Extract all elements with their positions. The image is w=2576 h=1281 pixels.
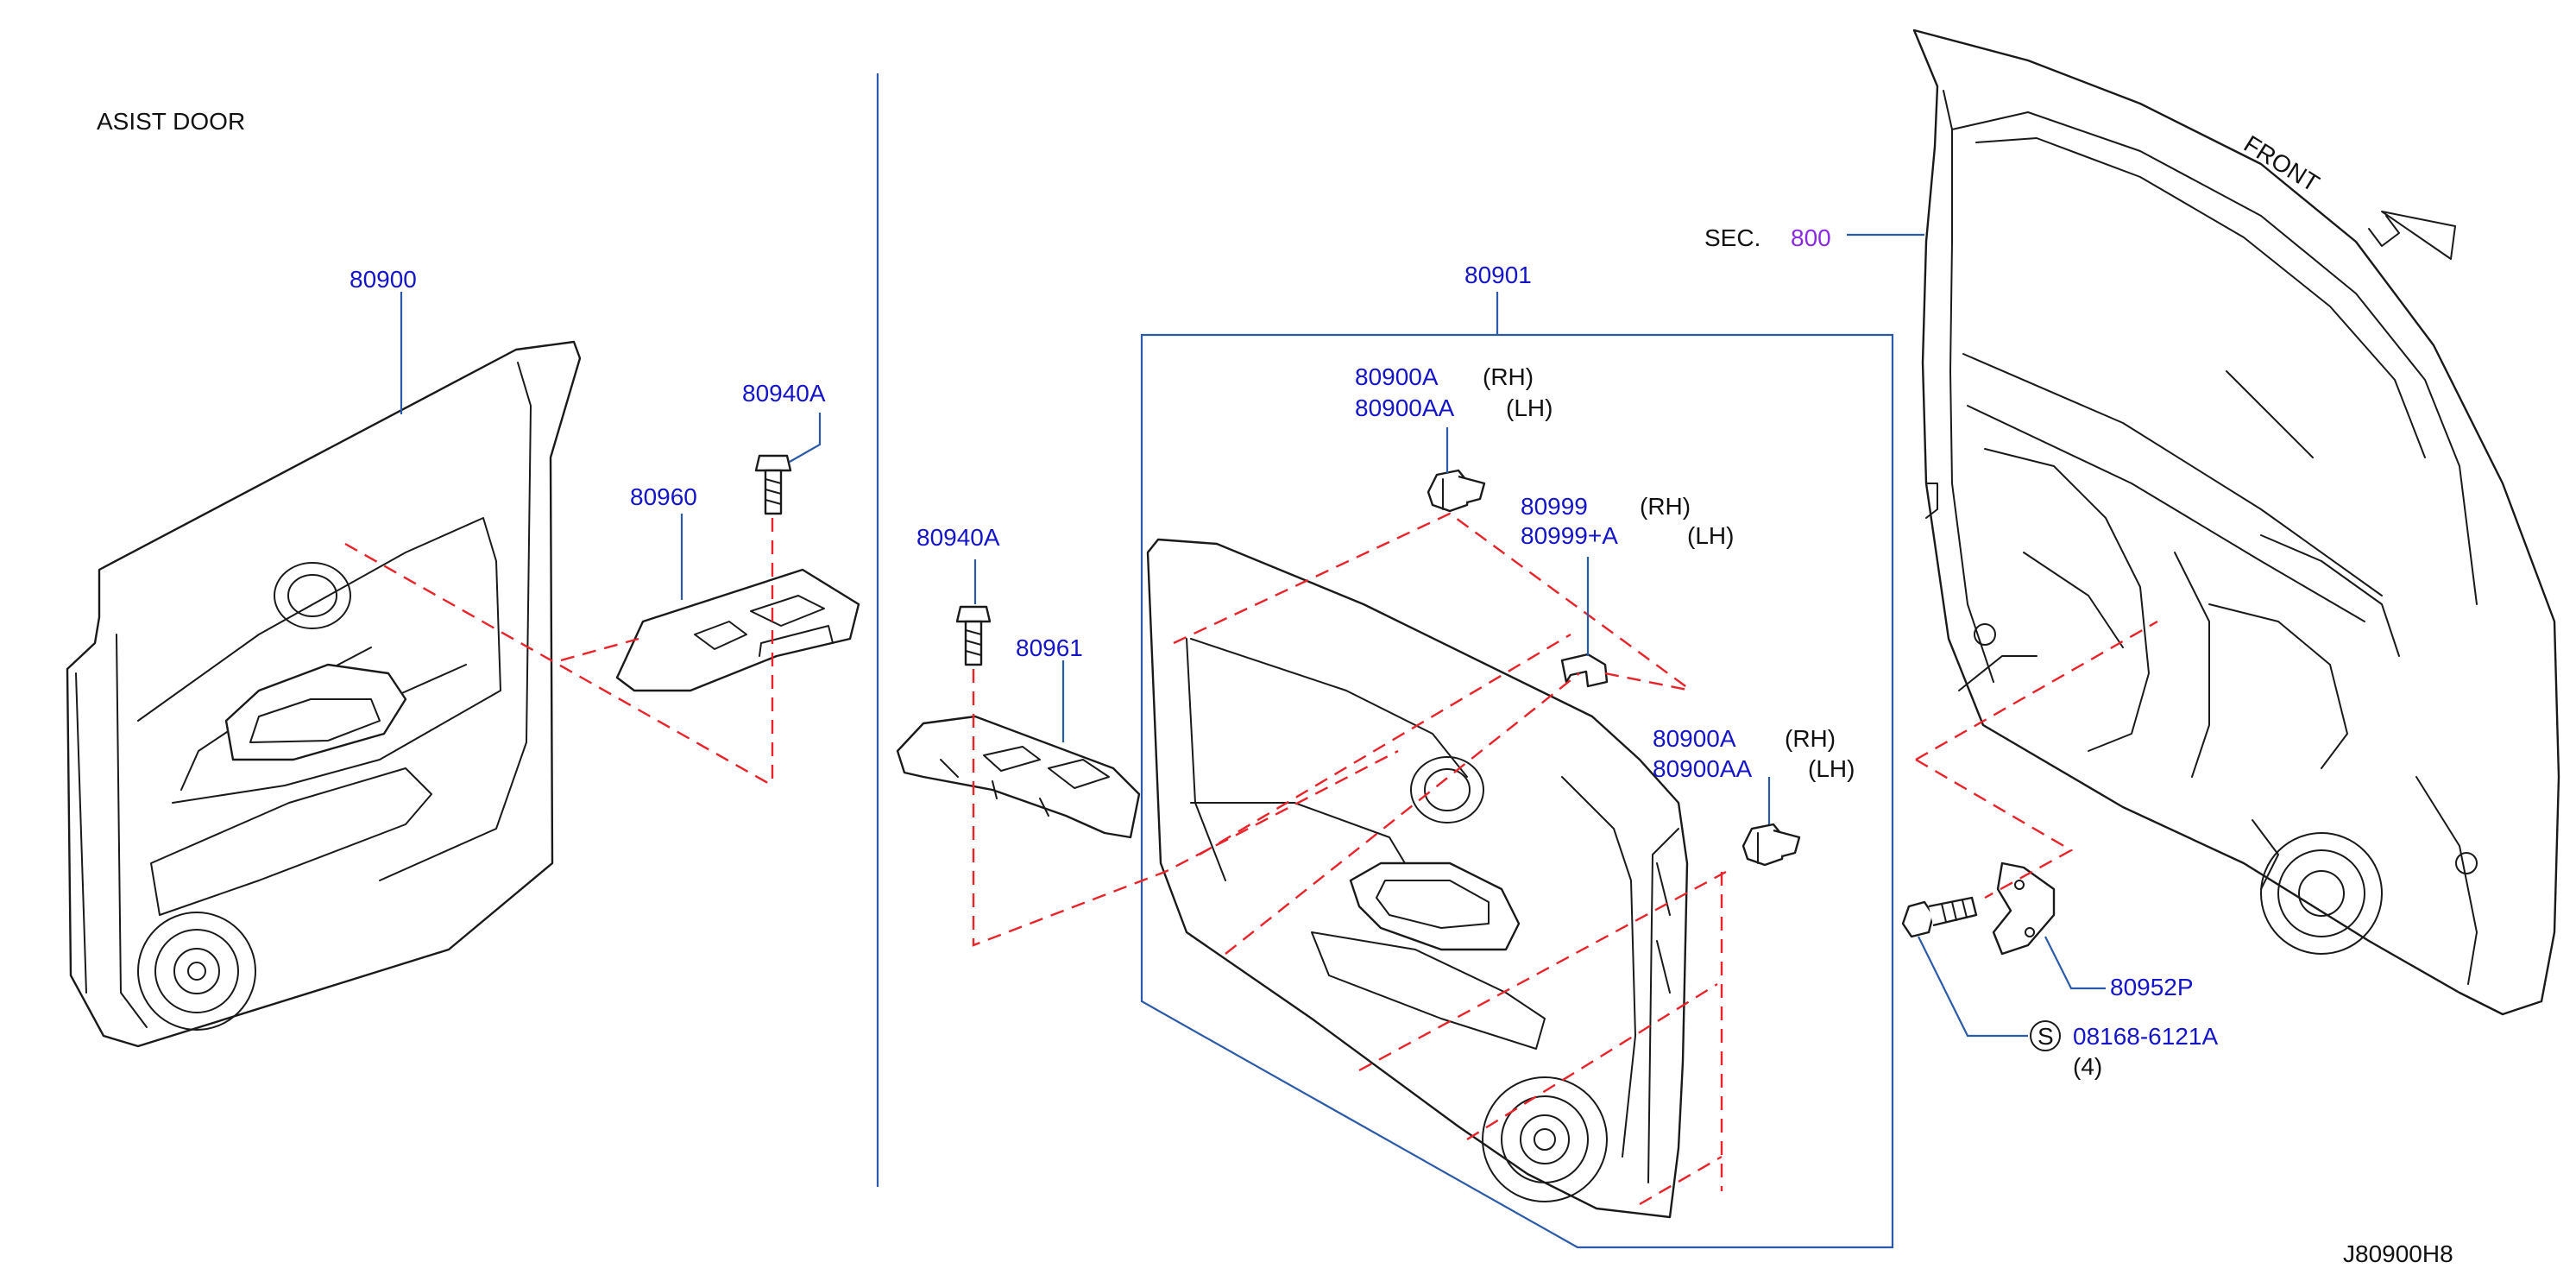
leader-line	[2044, 936, 2106, 990]
label-clip-top-lh-part: 80900AA	[1355, 394, 1455, 421]
front-arrow-icon	[2368, 211, 2456, 260]
label-80900: 80900	[350, 266, 417, 293]
section-title: ASIST DOOR	[97, 108, 245, 135]
leader-line	[789, 413, 822, 463]
label-bracket-rh: (RH)	[1640, 493, 1691, 520]
switch-finisher-80960	[615, 568, 860, 692]
label-bracket-rh-part: 80999	[1521, 493, 1588, 520]
bracket-80999	[1560, 653, 1609, 688]
label-80901: 80901	[1464, 262, 1532, 288]
assembly-boundary	[1140, 333, 1894, 1249]
assist-door-trim-panel	[66, 340, 582, 1048]
guide-line	[972, 669, 1399, 947]
label-clip-top-rh: (RH)	[1483, 363, 1534, 390]
guide-line	[1225, 672, 1580, 955]
guide-line	[344, 542, 773, 787]
door-inner-panel	[1912, 28, 2560, 1016]
sec-prefix: SEC.	[1704, 224, 1760, 251]
screw-80940A-left	[754, 454, 792, 515]
guide-line	[1199, 633, 1571, 856]
leader-line	[1918, 936, 2028, 1038]
label-80960: 80960	[630, 483, 697, 510]
label-clip-top-rh-part: 80900A	[1355, 363, 1439, 390]
label-80940A-left: 80940A	[742, 380, 826, 407]
switch-finisher-80961	[896, 715, 1141, 839]
label-bracket-lh: (LH)	[1687, 522, 1734, 549]
clip-80900A-top	[1427, 469, 1486, 513]
label-clip-right-lh: (LH)	[1808, 755, 1855, 782]
door-trim-panel	[1146, 538, 1689, 1219]
guide-line	[1915, 620, 2158, 761]
label-08168-6121A: 08168-6121A	[2073, 1023, 2218, 1050]
guide-line	[1915, 758, 2074, 899]
label-clip-top-lh: (LH)	[1506, 394, 1553, 421]
guide-line	[1604, 672, 1692, 692]
standard-part-symbol	[2030, 1020, 2061, 1051]
label-quantity: (4)	[2073, 1053, 2102, 1080]
clip-80900A-right	[1741, 823, 1801, 867]
label-80961: 80961	[1016, 634, 1083, 661]
sec-number: 800	[1791, 224, 1831, 251]
bracket-80952P	[1992, 861, 2056, 956]
guide-line	[560, 637, 639, 662]
label-clip-right-rh-part: 80900A	[1653, 725, 1736, 752]
guide-line	[1358, 870, 1727, 1072]
guide-line	[1466, 982, 1718, 1141]
guide-line	[1173, 512, 1692, 691]
label-clip-right-lh-part: 80900AA	[1653, 755, 1753, 782]
label-80940A-mid: 80940A	[916, 524, 1000, 551]
label-80952P: 80952P	[2110, 974, 2194, 1000]
standard-part-letter: S	[2037, 1023, 2054, 1050]
bolt-08168-6121A	[1901, 896, 1978, 938]
guide-line	[1639, 1155, 1723, 1206]
screw-80940A-mid	[955, 605, 992, 666]
diagram-code: J80900H8	[2343, 1240, 2453, 1267]
label-bracket-lh-part: 80999+A	[1521, 522, 1618, 549]
label-clip-right-rh: (RH)	[1785, 725, 1836, 752]
